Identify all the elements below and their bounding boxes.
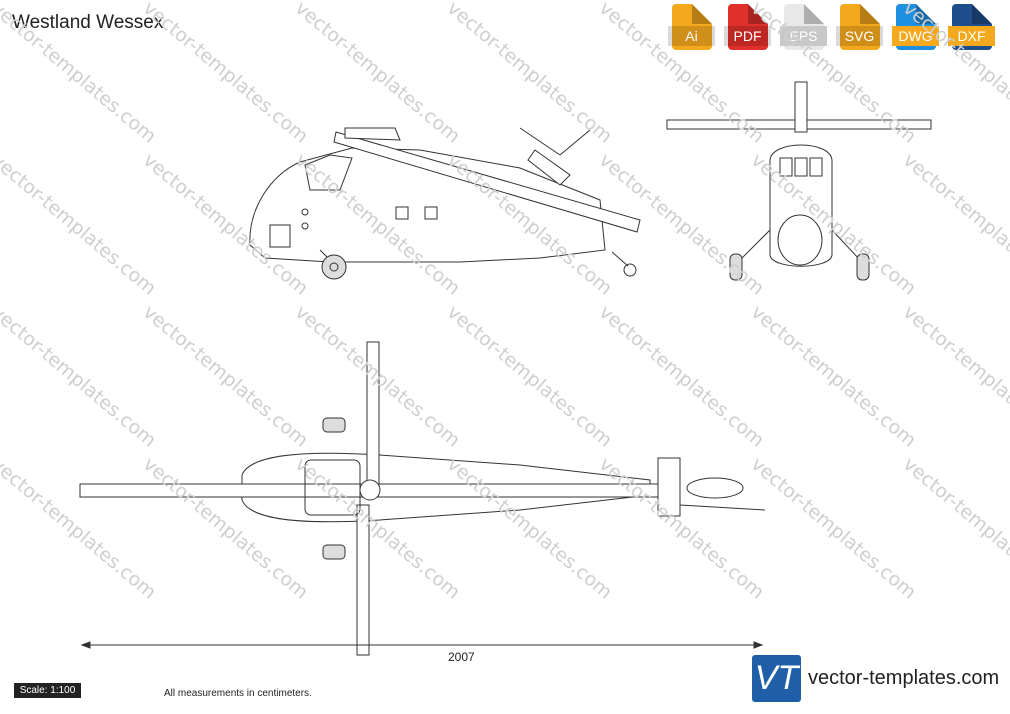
brand-link[interactable]: vector-templates.com xyxy=(808,667,1000,689)
format-pdf-button[interactable]: PDF xyxy=(724,4,771,52)
page-title: Westland Wessex xyxy=(12,12,164,33)
measurement-note: All measurements in centimeters. xyxy=(164,688,312,699)
format-buttons: Ai PDF EPS SVG DWG DXF xyxy=(668,4,995,52)
format-dxf-button[interactable]: DXF xyxy=(948,4,995,52)
format-label: DWG xyxy=(892,26,939,46)
side-view xyxy=(249,127,641,280)
dimension-label: 2007 xyxy=(448,650,475,664)
brand-logo[interactable]: VT xyxy=(752,655,801,702)
front-view xyxy=(666,81,932,281)
top-view xyxy=(79,341,766,656)
format-label: DXF xyxy=(948,26,995,46)
format-dwg-button[interactable]: DWG xyxy=(892,4,939,52)
dimension-line xyxy=(80,641,764,649)
format-svg-button[interactable]: SVG xyxy=(836,4,883,52)
format-label: EPS xyxy=(780,26,827,46)
scale-badge: Scale: 1:100 xyxy=(14,683,81,698)
format-label: PDF xyxy=(724,26,771,46)
format-ai-button[interactable]: Ai xyxy=(668,4,715,52)
format-eps-button[interactable]: EPS xyxy=(780,4,827,52)
format-label: Ai xyxy=(668,26,715,46)
format-label: SVG xyxy=(836,26,883,46)
